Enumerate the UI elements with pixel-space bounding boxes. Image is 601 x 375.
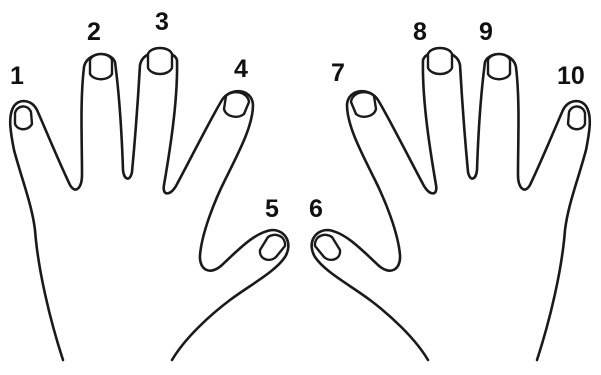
nail-finger-5: [260, 235, 285, 260]
finger-number-7: 7: [331, 59, 345, 87]
finger-number-8: 8: [413, 18, 427, 46]
nail-finger-7: [351, 92, 376, 117]
finger-number-2: 2: [87, 18, 101, 46]
finger-number-9: 9: [479, 18, 493, 46]
nail-finger-8: [428, 48, 452, 74]
finger-number-5: 5: [265, 195, 279, 223]
nail-finger-3: [148, 48, 172, 74]
nail-finger-4: [224, 92, 249, 117]
nail-finger-6: [315, 235, 340, 260]
nail-finger-10: [568, 106, 585, 129]
finger-number-4: 4: [234, 55, 248, 83]
left-hand: [10, 48, 288, 360]
finger-number-3: 3: [155, 8, 169, 36]
finger-number-1: 1: [10, 62, 24, 90]
nail-finger-9: [488, 54, 510, 79]
finger-number-labels: 1 2 3 4 5 6 7 8 9 10: [10, 8, 585, 223]
right-hand: [312, 48, 590, 360]
nail-finger-2: [90, 54, 112, 79]
nail-finger-1: [15, 106, 32, 129]
finger-number-6: 6: [309, 195, 323, 223]
finger-number-10: 10: [557, 62, 585, 90]
